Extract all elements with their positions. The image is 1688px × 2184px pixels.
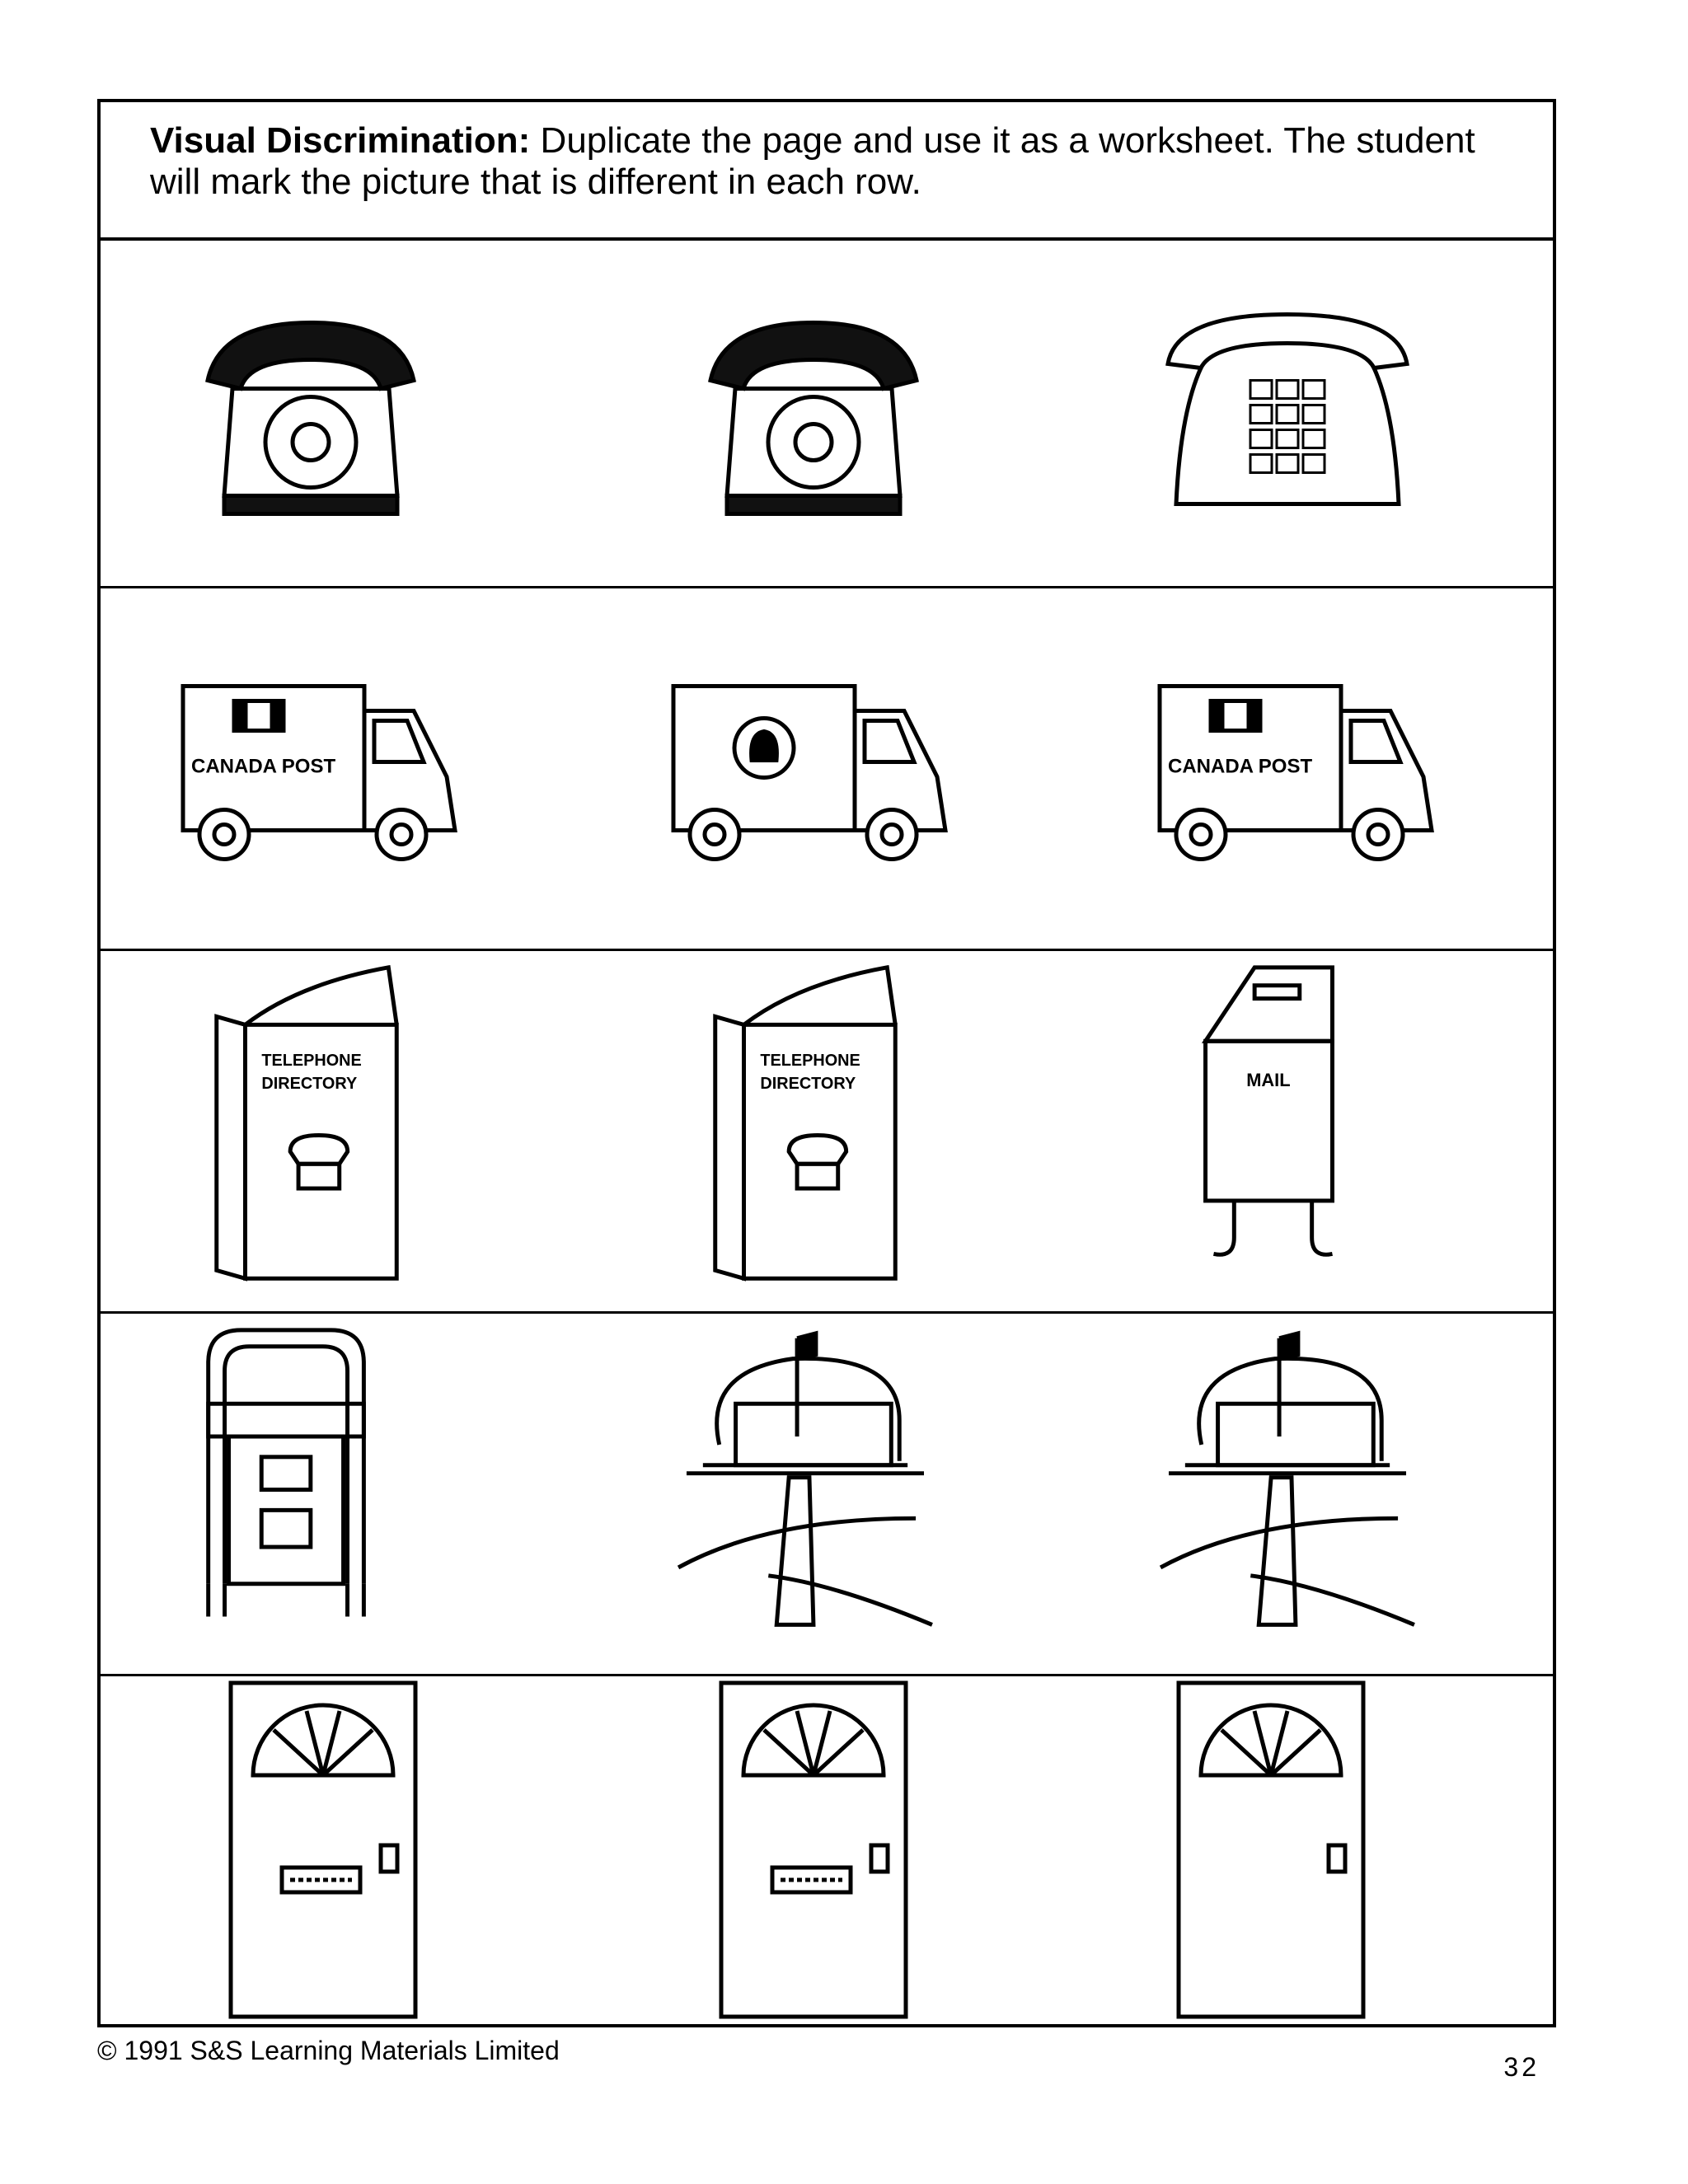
door-with-mail-slot-icon <box>719 1680 908 2019</box>
door-icon <box>1176 1680 1366 2019</box>
canada-post-truck-icon: CANADA POST <box>181 684 457 861</box>
rural-mailbox-2[interactable] <box>1151 1314 1423 1674</box>
rural-mailbox-1[interactable] <box>669 1314 941 1674</box>
row-doors <box>101 1676 1553 2027</box>
telephone-directory-icon: TELEPHONE DIRECTORY <box>214 964 399 1282</box>
street-mailbox[interactable] <box>183 1314 397 1674</box>
book-title-line1: TELEPHONE <box>760 1052 860 1070</box>
rural-mailbox-icon <box>1159 1330 1415 1627</box>
mailbox-icon: MAIL <box>1201 965 1334 1257</box>
mailbox[interactable]: MAIL <box>1180 951 1362 1311</box>
truck-label: CANADA POST <box>191 756 335 778</box>
row-telephones <box>101 241 1553 588</box>
rural-mailbox-icon <box>677 1330 933 1627</box>
canada-post-truck-icon: CANADA POST <box>1157 684 1434 861</box>
door-with-mail-slot-1[interactable] <box>224 1676 422 2027</box>
telephone-directory-icon: TELEPHONE DIRECTORY <box>713 964 898 1282</box>
truck-label: CANADA POST <box>1168 756 1312 778</box>
worksheet: Visual Discrimination: Duplicate the pag… <box>97 99 1556 2027</box>
telephone-directory-2[interactable]: TELEPHONE DIRECTORY <box>698 951 912 1311</box>
street-mailbox-icon <box>206 1328 366 1617</box>
rotary-phone-icon <box>205 320 416 516</box>
push-button-phone[interactable] <box>1151 241 1423 586</box>
telephone-directory-1[interactable]: TELEPHONE DIRECTORY <box>199 951 414 1311</box>
push-button-phone-icon <box>1165 312 1409 506</box>
door-with-mail-slot-2[interactable] <box>715 1676 912 2027</box>
page-number: 32 <box>1503 2052 1540 2082</box>
row-directories: TELEPHONE DIRECTORY TELEPHONE DIRECTORY <box>101 951 1553 1314</box>
instructions-text: Duplicate the page and use it as a works… <box>150 120 1475 202</box>
rotary-phone-2[interactable] <box>678 241 950 586</box>
instructions-box: Visual Discrimination: Duplicate the pag… <box>101 102 1553 241</box>
instructions-title: Visual Discrimination: <box>150 120 531 161</box>
mailbox-label: MAIL <box>1246 1070 1290 1090</box>
book-title-line2: DIRECTORY <box>261 1075 357 1093</box>
book-title-line2: DIRECTORY <box>760 1075 856 1093</box>
door-without-mail-slot[interactable] <box>1172 1676 1370 2027</box>
bell-truck-icon <box>671 684 948 861</box>
canada-post-truck-1[interactable]: CANADA POST <box>166 588 480 949</box>
row-mailboxes <box>101 1314 1553 1676</box>
row-trucks: CANADA POST <box>101 588 1553 951</box>
rotary-phone-icon <box>708 320 919 516</box>
canada-post-truck-2[interactable]: CANADA POST <box>1143 588 1456 949</box>
bell-truck[interactable] <box>657 588 970 949</box>
rotary-phone-1[interactable] <box>175 241 447 586</box>
copyright: © 1991 S&S Learning Materials Limited <box>97 2036 560 2065</box>
door-with-mail-slot-icon <box>228 1680 418 2019</box>
book-title-line1: TELEPHONE <box>261 1052 361 1070</box>
